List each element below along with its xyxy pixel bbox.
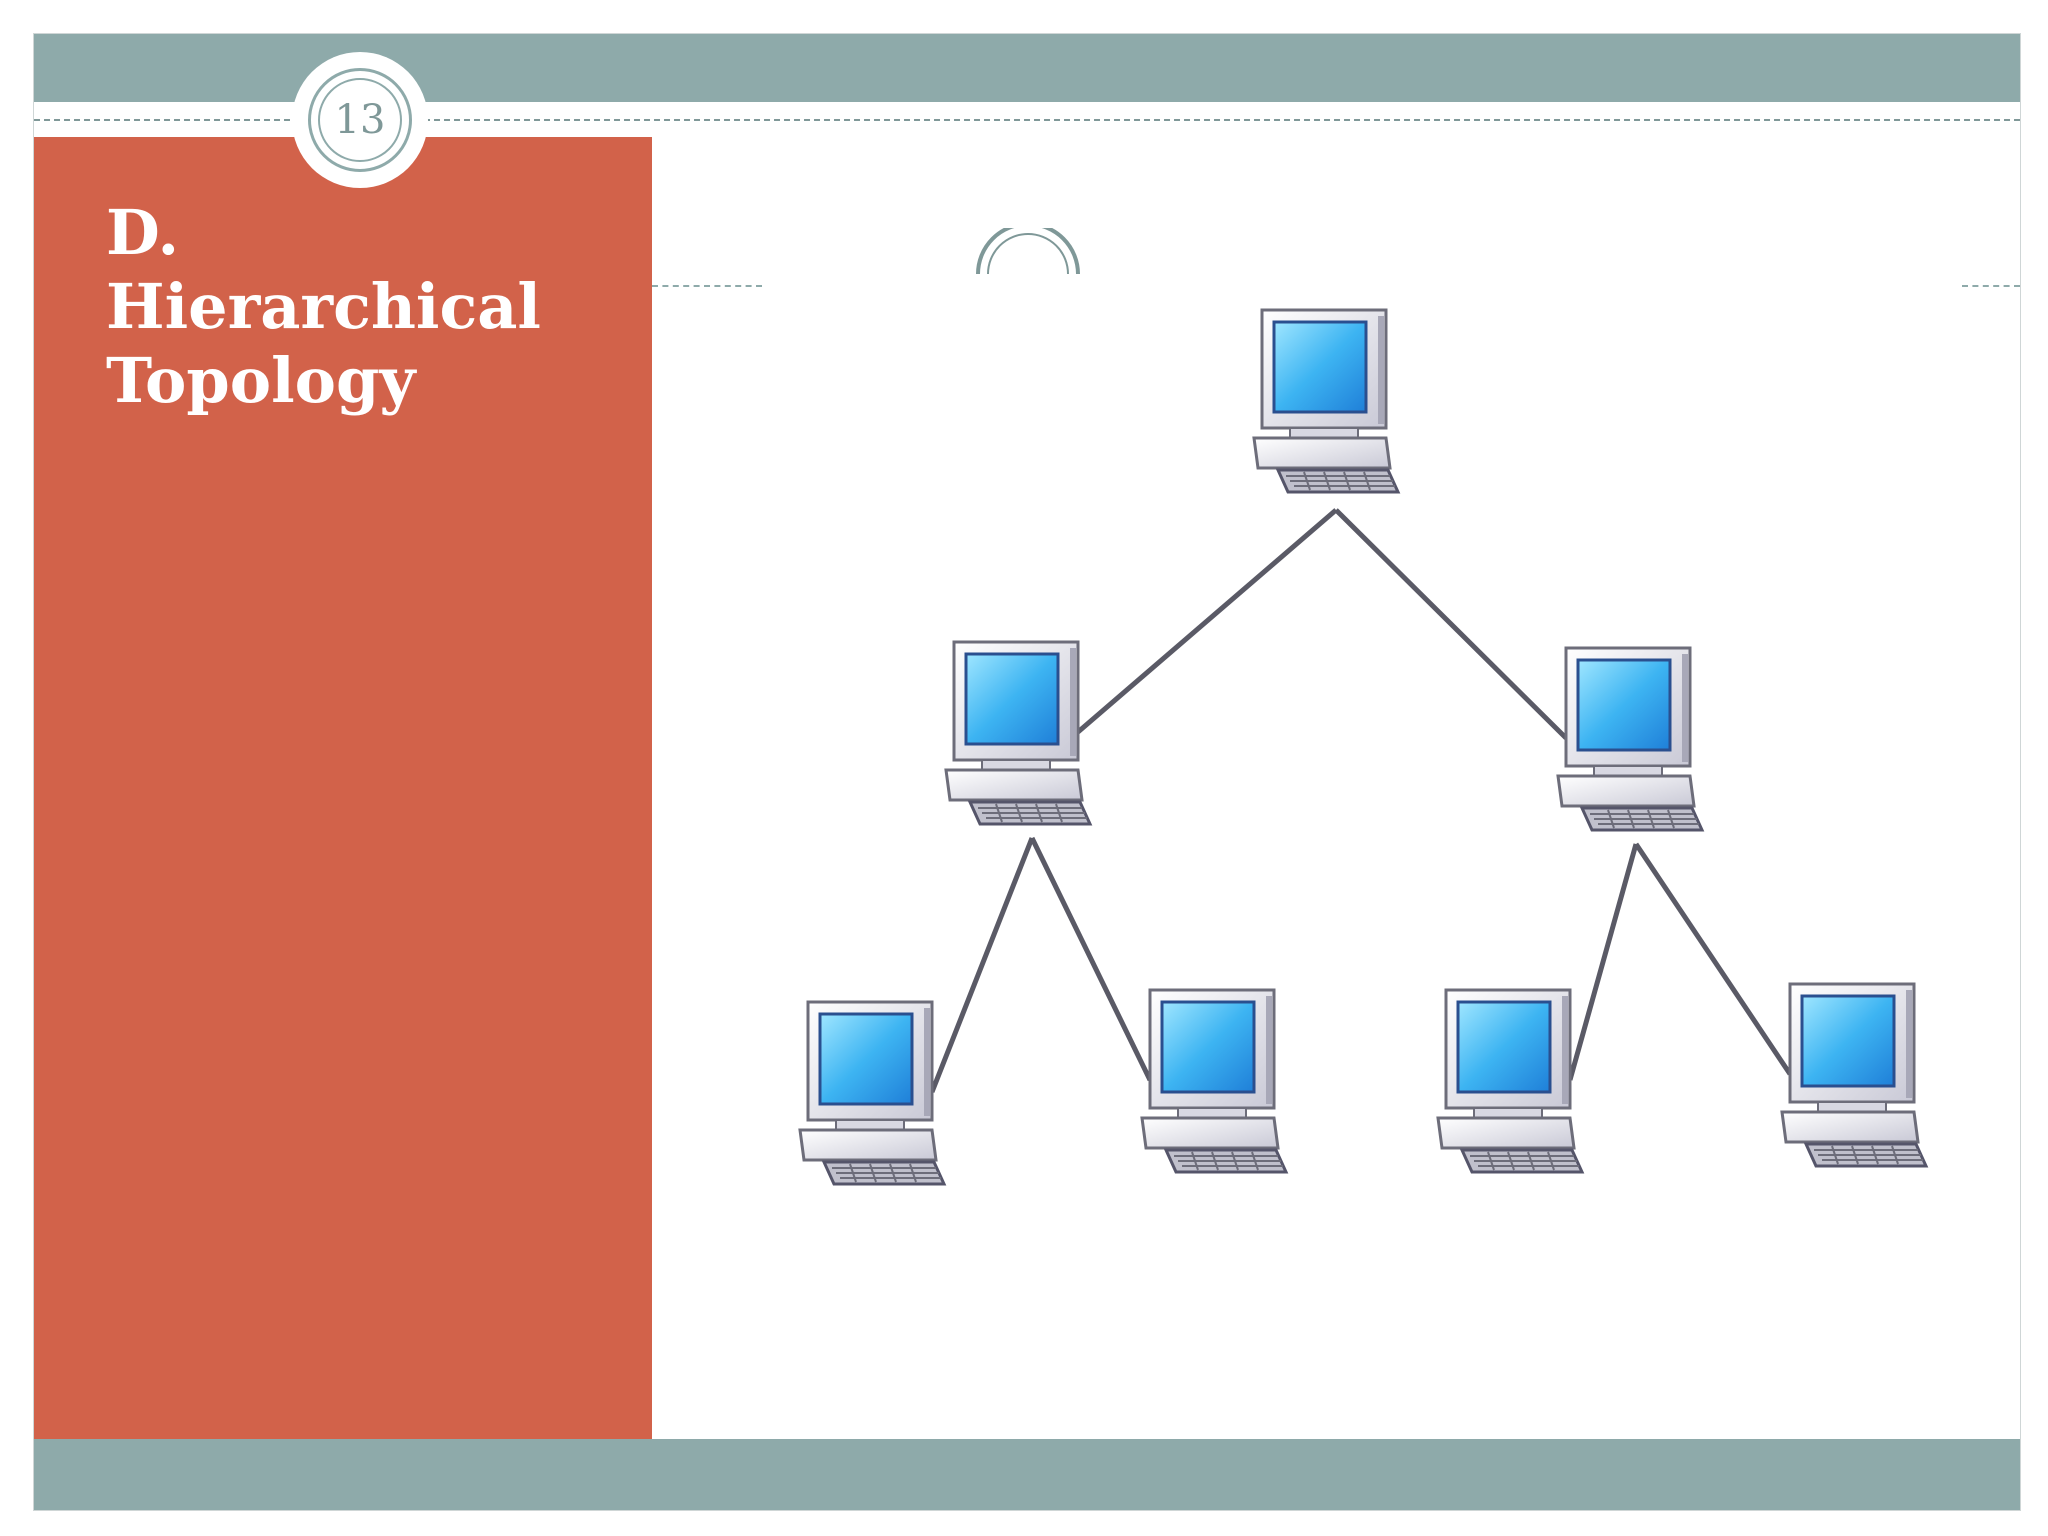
- computer-icon: [1780, 982, 1928, 1168]
- content-dashed-divider-left: [652, 285, 762, 287]
- link-mid-right-leaf-4: [1633, 842, 1793, 1076]
- content-dashed-divider-right: [1962, 285, 2020, 287]
- link-root-mid-right: [1334, 508, 1568, 740]
- slide-title-line: D.: [106, 196, 180, 269]
- computer-icon: [1436, 988, 1584, 1174]
- computer-icon: [1140, 988, 1288, 1174]
- computer-icon: [1556, 646, 1704, 832]
- slide-title-line: Hierarchical: [106, 270, 541, 343]
- bottom-band: [34, 1439, 2020, 1510]
- link-mid-left-leaf-2: [1029, 836, 1153, 1082]
- link-mid-right-leaf-3: [1567, 843, 1639, 1081]
- slide-number-badge: 13: [292, 52, 428, 188]
- link-mid-left-leaf-1: [929, 837, 1035, 1093]
- slide-number: 13: [334, 97, 386, 143]
- title-panel: [34, 137, 652, 1439]
- link-root-mid-left: [1076, 508, 1338, 734]
- computer-icon: [944, 640, 1092, 826]
- computer-icon: [1252, 308, 1400, 494]
- edges-layer: [929, 508, 1793, 1093]
- slide-title: D. Hierarchical Topology: [106, 196, 626, 418]
- nodes-layer: [798, 308, 1928, 1186]
- slide-title-line: Topology: [106, 344, 416, 417]
- computer-icon: [798, 1000, 946, 1186]
- header-dashed-divider: [34, 119, 2020, 121]
- arc-ornament: [976, 228, 1080, 275]
